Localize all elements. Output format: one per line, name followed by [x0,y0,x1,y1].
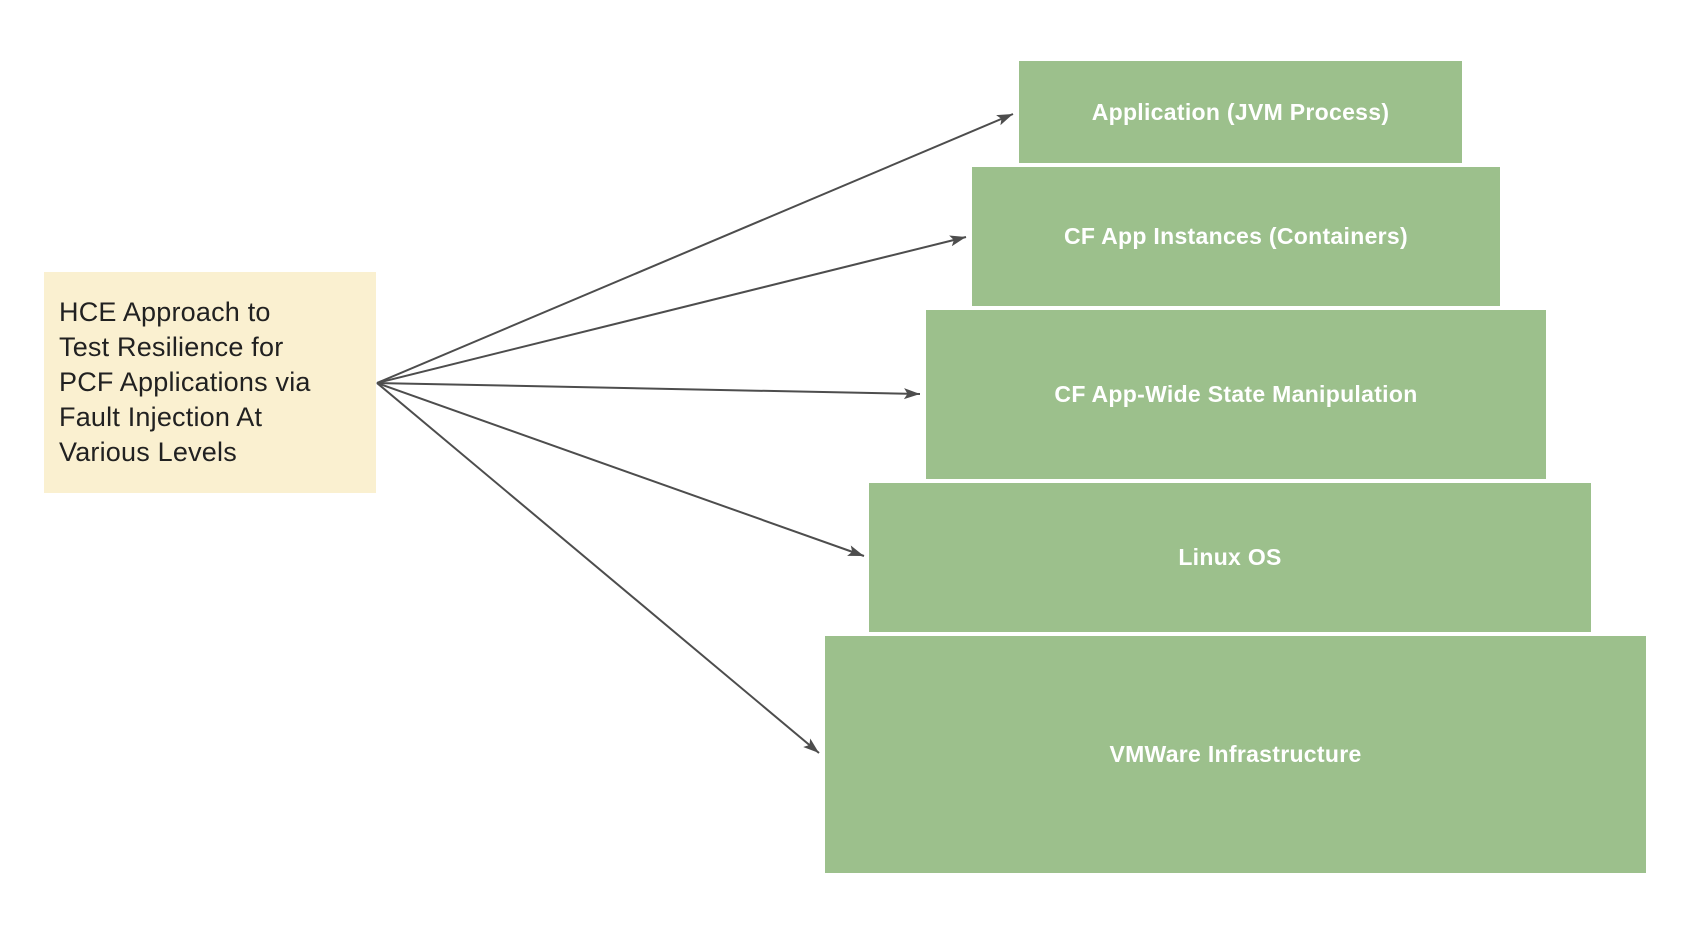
level-box-linux-os: Linux OS [869,483,1591,632]
source-note-text: HCE Approach to Test Resilience for PCF … [59,297,311,467]
source-note-box: HCE Approach to Test Resilience for PCF … [44,272,376,493]
level-box-cf-app-wide-state: CF App-Wide State Manipulation [926,310,1546,479]
arrow-to-cf-app-instances [376,235,967,384]
level-label-linux-os: Linux OS [1178,544,1282,570]
level-box-vmware-infrastructure: VMWare Infrastructure [825,636,1646,873]
level-label-application: Application (JVM Process) [1091,98,1390,125]
level-label-cf-app-instances: CF App Instances (Containers) [1064,223,1408,249]
arrow-to-cf-app-wide-state [376,382,921,400]
level-label-vmware-infrastructure: VMWare Infrastructure [1109,741,1362,767]
level-box-cf-app-instances: CF App Instances (Containers) [972,167,1500,306]
level-box-application: Application (JVM Process) [1019,61,1462,163]
arrow-to-vmware-infrastructure [376,382,820,754]
arrow-to-linux-os [376,382,865,557]
level-label-cf-app-wide-state: CF App-Wide State Manipulation [1054,381,1418,407]
arrow-to-application [376,113,1014,384]
